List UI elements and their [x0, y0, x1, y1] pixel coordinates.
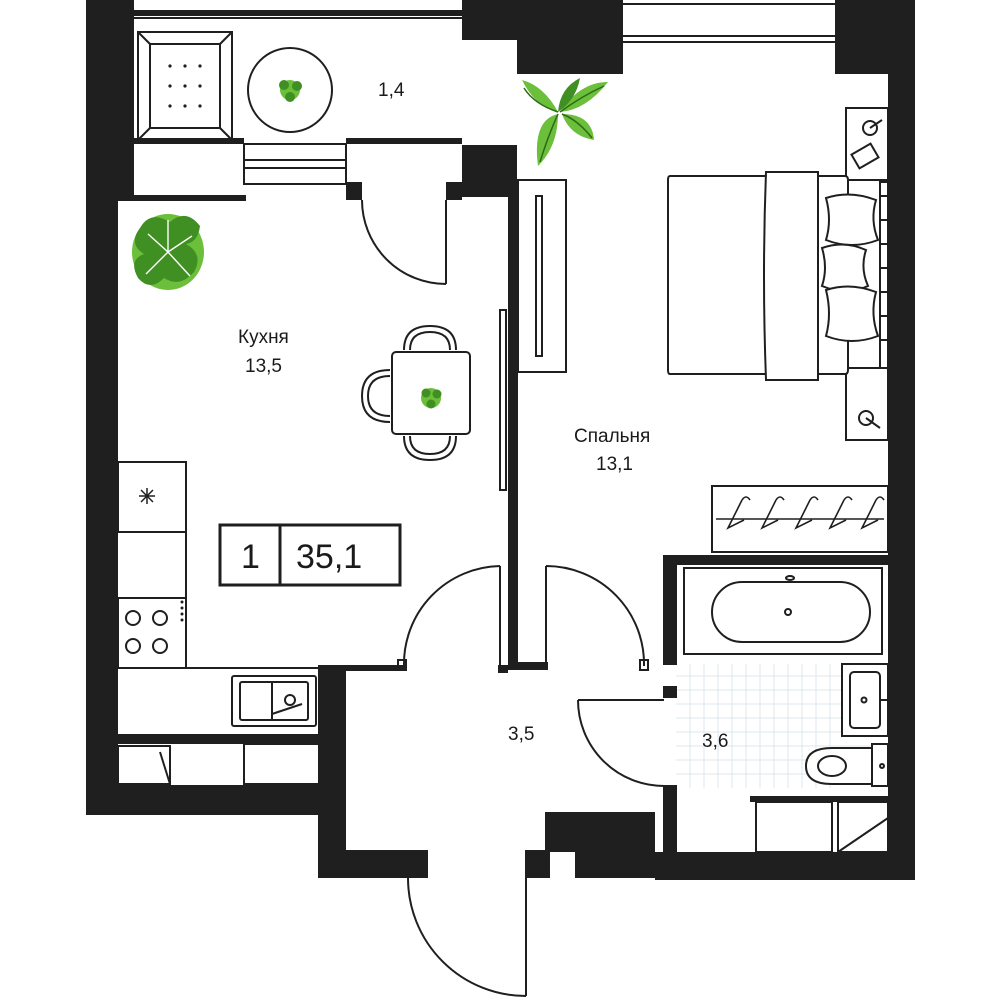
- balcony-table-icon: [247, 47, 333, 133]
- bedroom-name-label: Спальня: [574, 426, 650, 447]
- sliding-door: [499, 309, 507, 491]
- window-icon: [134, 3, 835, 43]
- balcony-area-label: 1,4: [378, 80, 405, 101]
- summary-badge: 1 35,1: [218, 523, 402, 587]
- stove-icon: [117, 597, 187, 669]
- hanger-icon: [726, 496, 885, 530]
- rooms-count: 1: [241, 538, 260, 576]
- bathroom-area-label: 3,6: [702, 731, 728, 752]
- door-icon: [361, 199, 447, 285]
- toilet-icon: [804, 743, 889, 787]
- door-icon: [577, 699, 665, 787]
- walls: [86, 0, 915, 880]
- sink-icon: [231, 675, 317, 727]
- fridge-icon: [117, 461, 187, 533]
- kitchen-name-label: Кухня: [238, 327, 289, 348]
- plant-icon: [421, 388, 442, 409]
- plant-icon: [132, 214, 204, 290]
- chair-icon: [403, 324, 457, 351]
- nightstand-icon: [845, 367, 889, 441]
- balcony-door: [243, 143, 347, 185]
- armchair-icon: [137, 31, 233, 141]
- bathtub-icon: [683, 567, 883, 655]
- kitchen-area-label: 13,5: [245, 356, 282, 377]
- hall-area-label: 3,5: [508, 724, 534, 745]
- wardrobe-icon: [517, 179, 567, 373]
- bathroom-cabinets: [755, 801, 889, 853]
- bedroom-area-label: 13,1: [596, 454, 633, 475]
- door-icon: [545, 565, 649, 671]
- chair-icon: [360, 369, 391, 423]
- pillow-icon: [820, 193, 880, 342]
- door-icon: [397, 565, 501, 671]
- kitchen-cabinets: [117, 743, 335, 785]
- bed-icon: [667, 171, 889, 381]
- plant-icon: [279, 80, 302, 102]
- sink-icon: [841, 663, 889, 737]
- chair-icon: [403, 435, 457, 462]
- nightstand-icon: [845, 107, 889, 181]
- plant-icon: [522, 78, 608, 166]
- door-icon: [407, 852, 527, 997]
- total-area: 35,1: [296, 538, 362, 576]
